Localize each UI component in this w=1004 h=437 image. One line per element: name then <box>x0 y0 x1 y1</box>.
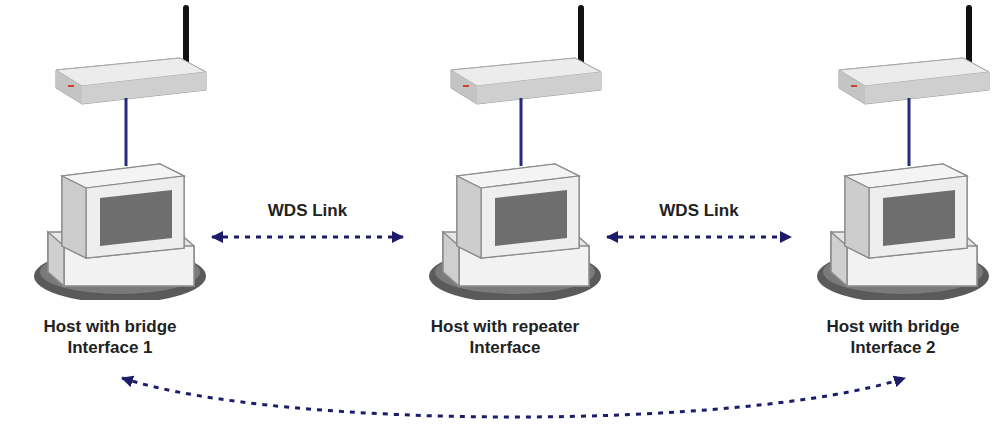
wds-link-arrow <box>212 236 403 239</box>
router-and-computer-icon <box>10 0 210 300</box>
host-label: Host with repeater Interface <box>405 316 605 358</box>
link-label: WDS Link <box>265 201 350 221</box>
wds-link-arrow <box>607 236 791 239</box>
wds-link-arrow <box>122 378 905 417</box>
host-label: Host with bridge Interface 2 <box>793 316 993 358</box>
host-computer: Host with bridge Interface 1 <box>10 0 210 370</box>
router-and-computer-icon <box>405 0 605 300</box>
host-label: Host with bridge Interface 1 <box>10 316 210 358</box>
router-and-computer-icon <box>793 0 993 300</box>
host-computer: Host with bridge Interface 2 <box>793 0 993 370</box>
link-label: WDS Link <box>656 201 741 221</box>
host-computer: Host with repeater Interface <box>405 0 605 370</box>
